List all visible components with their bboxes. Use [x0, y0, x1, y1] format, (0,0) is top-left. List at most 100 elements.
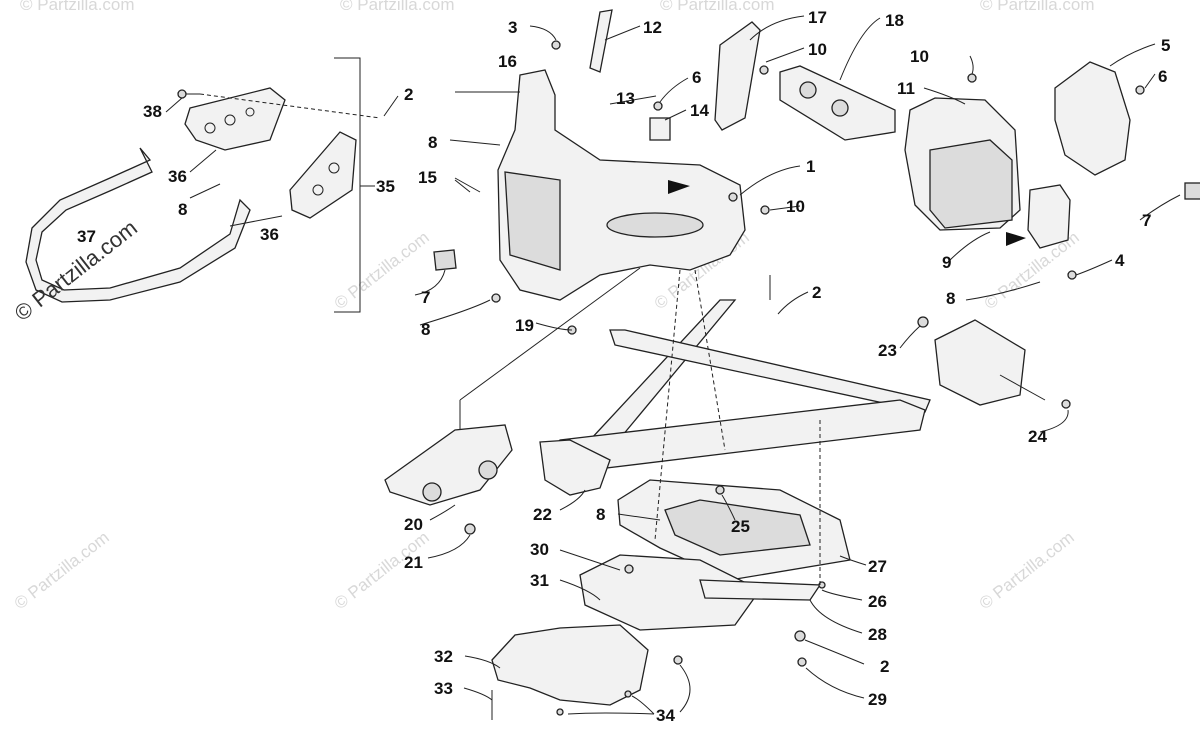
bolt-head	[177, 89, 187, 99]
clip-part	[794, 630, 806, 642]
callout-20: 20	[404, 515, 423, 534]
callout-2a: 2	[404, 85, 413, 104]
callout-33: 33	[434, 679, 453, 698]
cube-part	[433, 249, 457, 271]
callout-2c: 2	[880, 657, 889, 676]
skid-plate-recess	[664, 499, 811, 556]
group-bracket	[334, 57, 361, 313]
main-frame-group	[384, 299, 1046, 706]
watermark-text: © Partzilla.com	[20, 0, 135, 14]
bumper-part	[25, 147, 251, 303]
callout-24: 24	[1028, 427, 1047, 446]
callout-17: 17	[808, 8, 827, 27]
callout-29: 29	[868, 690, 887, 709]
callout-35: 35	[376, 177, 395, 196]
callout-30: 30	[530, 540, 549, 559]
callout-36a: 36	[168, 167, 187, 186]
bracket-part	[1054, 61, 1131, 176]
bracket-part	[714, 21, 761, 131]
callout-4: 4	[1115, 251, 1125, 270]
cube-part	[1184, 182, 1200, 200]
watermark-text: © Partzilla.com	[980, 0, 1095, 14]
callout-26: 26	[868, 592, 887, 611]
plate-part	[699, 579, 822, 601]
plate-part	[589, 9, 613, 73]
bolt-head	[673, 655, 683, 665]
callout-3: 3	[508, 18, 517, 37]
frame-side-panel	[504, 171, 561, 271]
bumper-group	[25, 57, 381, 313]
callout-15: 15	[418, 168, 437, 187]
bolt-shaft	[454, 179, 471, 193]
callout-27: 27	[868, 557, 887, 576]
bolt-head	[556, 708, 564, 716]
watermark-text: © Partzilla.com	[660, 0, 775, 14]
direction-arrow	[668, 180, 690, 194]
bolt-head	[551, 40, 561, 50]
callout-1: 1	[806, 157, 815, 176]
callout-6b: 6	[1158, 67, 1167, 86]
callout-14: 14	[690, 101, 709, 120]
callout-labels: 3 12 17 18 10 10 5 6 11 16 6 13 14 2 38 …	[77, 8, 1170, 725]
callout-9: 9	[942, 253, 951, 272]
bolt-head	[715, 485, 725, 495]
callout-11: 11	[897, 79, 915, 98]
callout-32: 32	[434, 647, 453, 666]
bolt-head	[464, 523, 476, 535]
callout-12: 12	[643, 18, 662, 37]
clip-part	[649, 117, 671, 141]
callout-34: 34	[656, 706, 675, 725]
frame-opening	[606, 212, 704, 238]
callout-22: 22	[533, 505, 552, 524]
callout-7a: 7	[421, 288, 430, 307]
shroud-part	[491, 624, 649, 706]
front-frame-group	[433, 9, 896, 301]
bolt-head	[728, 192, 738, 202]
fasteners	[454, 40, 1145, 720]
frame-rail	[609, 329, 931, 413]
callout-8e: 8	[946, 289, 955, 308]
callout-8c: 8	[421, 320, 430, 339]
bolt-head	[1067, 270, 1077, 280]
airbox-cover	[929, 139, 1013, 229]
bolt-head	[491, 293, 501, 303]
direction-arrow	[1006, 232, 1026, 246]
callout-31: 31	[530, 571, 549, 590]
nut-part	[759, 65, 769, 75]
bolt-head	[653, 101, 663, 111]
callout-16: 16	[498, 52, 517, 71]
callout-38: 38	[143, 102, 162, 121]
bolt-head	[797, 657, 807, 667]
callout-28: 28	[868, 625, 887, 644]
callout-21: 21	[404, 553, 423, 572]
callout-13: 13	[616, 89, 635, 108]
bolt-head	[1135, 85, 1145, 95]
clip-part	[624, 564, 634, 574]
nut-part	[917, 316, 929, 328]
callout-2b: 2	[812, 283, 821, 302]
callout-36b: 36	[260, 225, 279, 244]
watermark-text: © Partzilla.com	[11, 528, 113, 614]
callout-23: 23	[878, 341, 897, 360]
bracket-part	[289, 131, 357, 219]
bolt-head	[1061, 399, 1071, 409]
watermark-text: © Partzilla.com	[976, 528, 1078, 614]
watermark-text: © Partzilla.com	[331, 228, 433, 314]
callout-25: 25	[731, 517, 750, 536]
callout-19: 19	[515, 316, 534, 335]
watermark-text: © Partzilla.com	[340, 0, 455, 14]
callout-8b: 8	[178, 200, 187, 219]
nut-part	[967, 73, 977, 83]
callout-37: 37	[77, 227, 96, 246]
leader-lines	[165, 15, 1181, 715]
callout-8a: 8	[428, 133, 437, 152]
airbox-group	[904, 61, 1200, 249]
callout-6a: 6	[692, 68, 701, 87]
callout-7b: 7	[1142, 211, 1151, 230]
nut-part	[760, 205, 770, 215]
frame-rail-end	[539, 439, 611, 496]
bolt-head	[624, 690, 632, 698]
bracket-part	[934, 319, 1026, 406]
